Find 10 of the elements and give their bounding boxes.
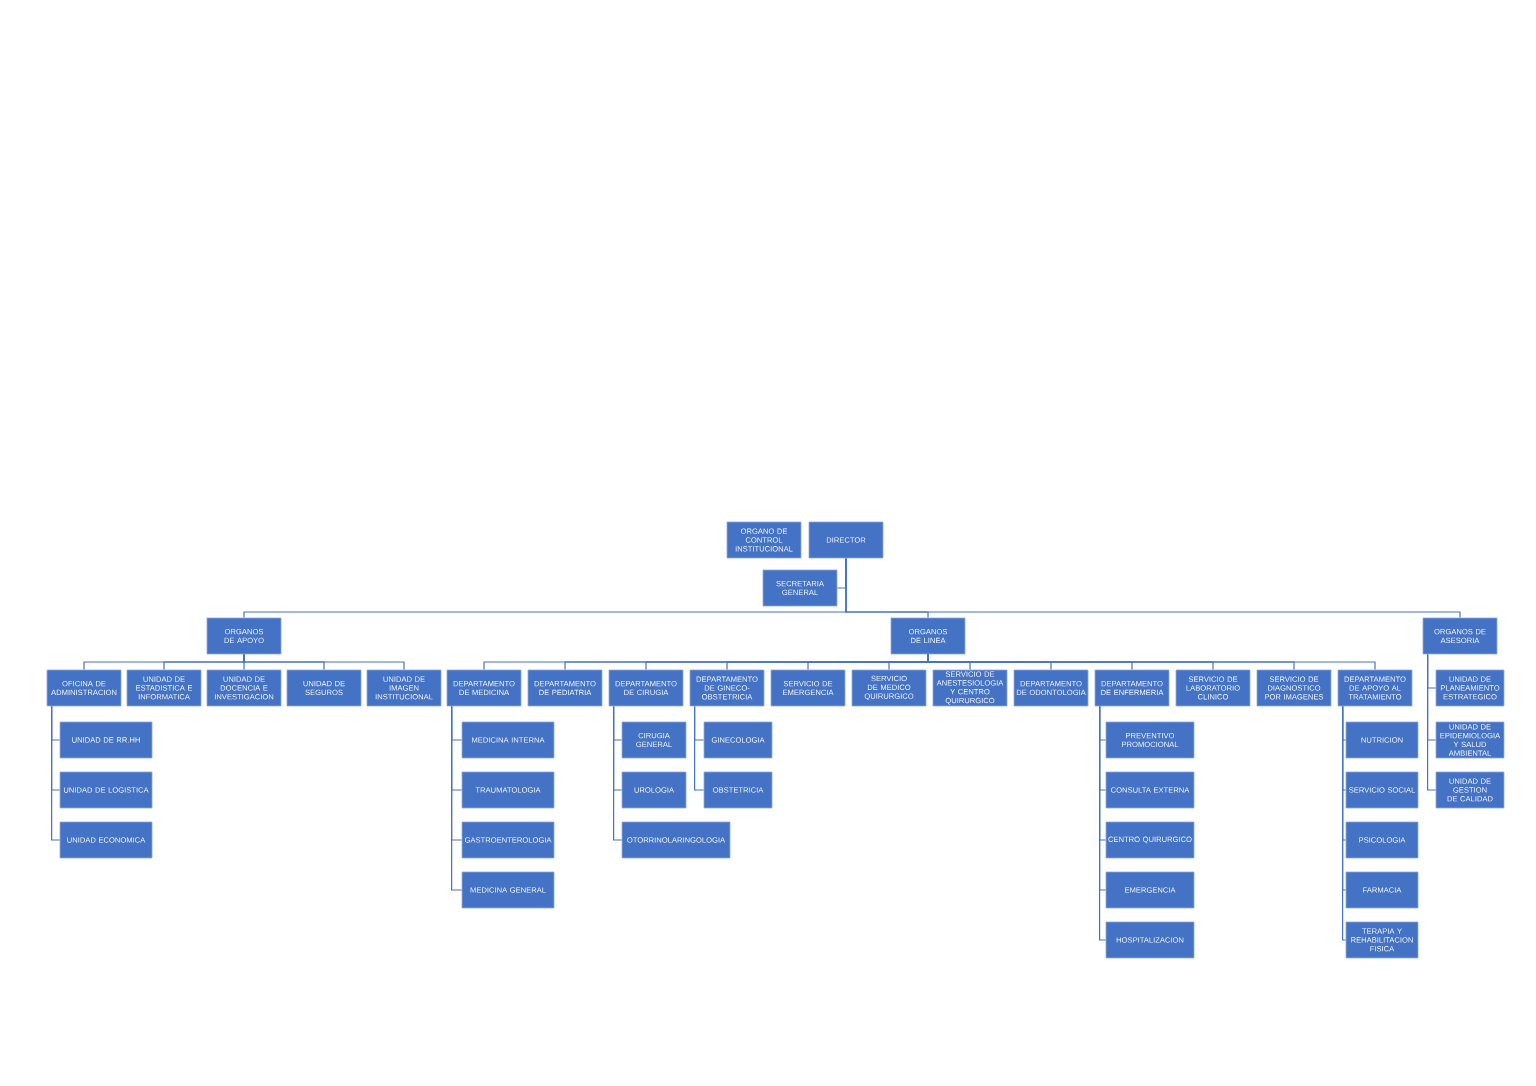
connector-line bbox=[51, 705, 61, 841]
connector-line bbox=[845, 557, 1461, 619]
connector-line bbox=[451, 705, 463, 891]
connector-line bbox=[927, 653, 1376, 671]
connector-line bbox=[1099, 705, 1107, 941]
connector-line bbox=[1427, 653, 1437, 791]
connector-line bbox=[1342, 705, 1347, 941]
connector-line bbox=[613, 705, 623, 841]
connector-line bbox=[243, 653, 405, 671]
connector-line bbox=[694, 705, 705, 791]
